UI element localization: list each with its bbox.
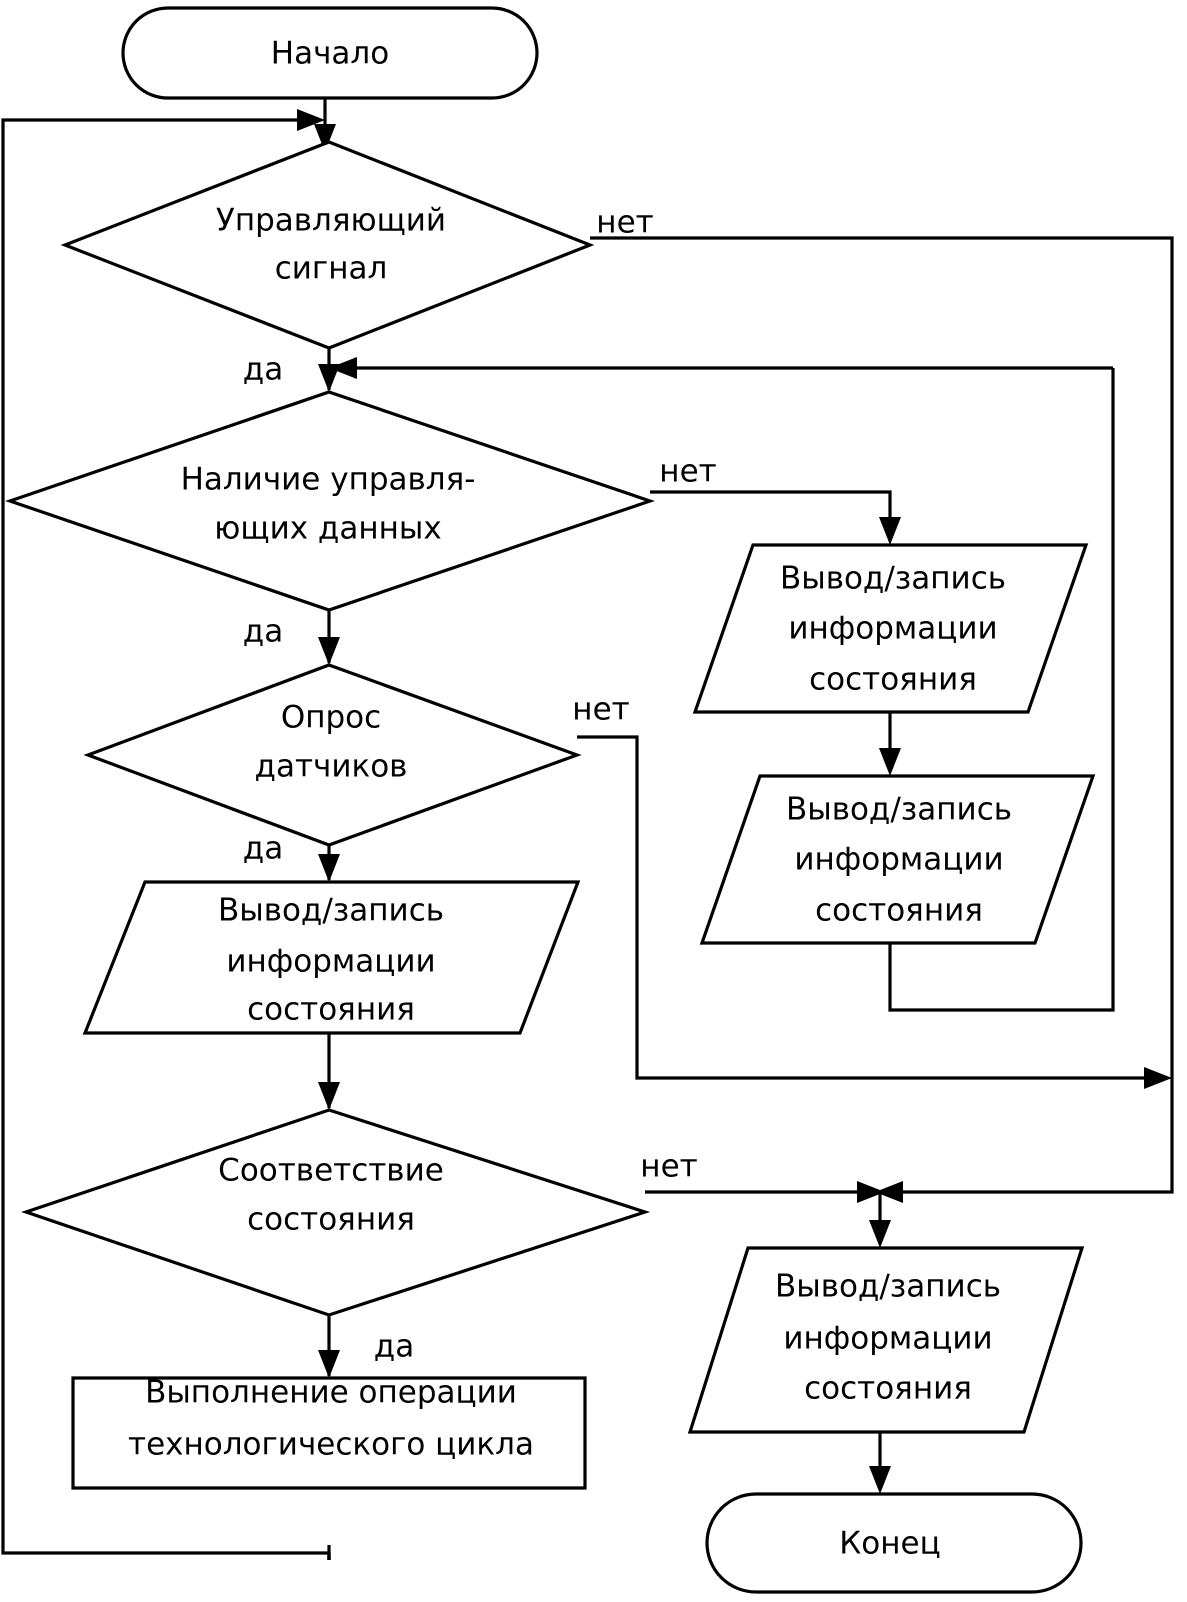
arrowhead-d3-yes xyxy=(318,854,340,882)
node-io-status-right-2-line2: информации xyxy=(794,842,1003,878)
node-decision-control-signal-line1: Управляющий xyxy=(216,203,446,239)
arrowhead-d3-no xyxy=(1144,1067,1172,1089)
node-decision-state-match[interactable] xyxy=(26,1110,645,1315)
node-io-status-right-1-line2: информации xyxy=(788,611,997,647)
node-start-label: Начало xyxy=(271,36,389,72)
node-io-status-right-2-line1: Вывод/запись xyxy=(786,792,1012,828)
arrowhead-d4-yes xyxy=(318,1350,340,1378)
node-decision-state-match-line2: состояния xyxy=(247,1202,415,1238)
edge-loopback-to-d1 xyxy=(1,118,331,1560)
node-io-status-left-line3: состояния xyxy=(247,992,415,1028)
arrowhead-ioleft-to-d4 xyxy=(318,1082,340,1110)
node-decision-control-data-line2: ющих данных xyxy=(214,511,441,547)
node-io-status-right-1-line1: Вывод/запись xyxy=(780,561,1006,597)
edge-d2-no xyxy=(650,490,892,528)
arrowhead-d2-no xyxy=(879,517,901,545)
edge-label-d1-yes: да xyxy=(243,352,283,388)
node-decision-control-signal-line2: сигнал xyxy=(275,251,388,287)
node-decision-control-data-line1: Наличие управля- xyxy=(181,462,476,498)
node-decision-sensor-poll-line1: Опрос xyxy=(281,700,381,736)
node-io-status-left[interactable] xyxy=(85,882,578,1033)
arrowhead-d4-no xyxy=(857,1181,885,1203)
node-io-status-right-1[interactable] xyxy=(695,545,1086,712)
arrowhead-junction-to-ior3 xyxy=(869,1220,891,1248)
arrowhead-loopback-to-d1 xyxy=(297,109,325,131)
node-process-tech-cycle-line2: технологического цикла xyxy=(128,1427,534,1463)
edge-label-d1-no: нет xyxy=(596,205,653,241)
node-decision-control-data[interactable] xyxy=(10,392,650,610)
arrowhead-inner-return-to-d2 xyxy=(329,357,357,379)
node-decision-control-signal[interactable] xyxy=(65,142,590,348)
node-io-status-right-3[interactable] xyxy=(690,1248,1082,1432)
arrowhead-d2-yes xyxy=(318,637,340,665)
arrowhead-d1-yes xyxy=(318,364,340,392)
edge-d1-no xyxy=(590,236,1174,1194)
node-end-label: Конец xyxy=(839,1526,940,1562)
edge-label-d2-yes: да xyxy=(243,614,283,650)
edge-d3-no xyxy=(577,735,1155,1080)
node-process-tech-cycle[interactable] xyxy=(73,1378,585,1488)
edge-ior2-to-inner-rail xyxy=(888,368,1115,1012)
node-io-status-right-2[interactable] xyxy=(702,776,1093,943)
edge-label-d2-no: нет xyxy=(659,454,716,490)
arrowhead-ior1-to-ior2 xyxy=(879,748,901,776)
node-io-status-right-3-line2: информации xyxy=(783,1321,992,1357)
arrowhead-d1-no xyxy=(875,1181,903,1203)
edge-label-d3-no: нет xyxy=(572,692,629,728)
node-io-status-right-3-line3: состояния xyxy=(804,1371,972,1407)
node-start[interactable] xyxy=(123,8,537,98)
node-io-status-left-line2: информации xyxy=(226,944,435,980)
edge-label-d4-yes: да xyxy=(374,1329,414,1365)
node-decision-sensor-poll[interactable] xyxy=(88,665,577,845)
node-decision-sensor-poll-line2: датчиков xyxy=(255,749,408,785)
arrowhead-start-to-d1 xyxy=(314,124,336,152)
node-io-status-right-1-line3: состояния xyxy=(809,662,977,698)
node-io-status-left-line1: Вывод/запись xyxy=(218,893,444,929)
node-io-status-right-2-line3: состояния xyxy=(815,893,983,929)
node-process-tech-cycle-line1: Выполнение операции xyxy=(145,1375,517,1411)
node-end[interactable] xyxy=(707,1494,1081,1592)
node-io-status-right-3-line1: Вывод/запись xyxy=(775,1269,1001,1305)
node-decision-state-match-line1: Соответствие xyxy=(218,1153,444,1189)
arrowhead-ior3-to-end xyxy=(869,1466,891,1494)
edge-label-d3-yes: да xyxy=(243,831,283,867)
edge-label-d4-no: нет xyxy=(640,1149,697,1185)
